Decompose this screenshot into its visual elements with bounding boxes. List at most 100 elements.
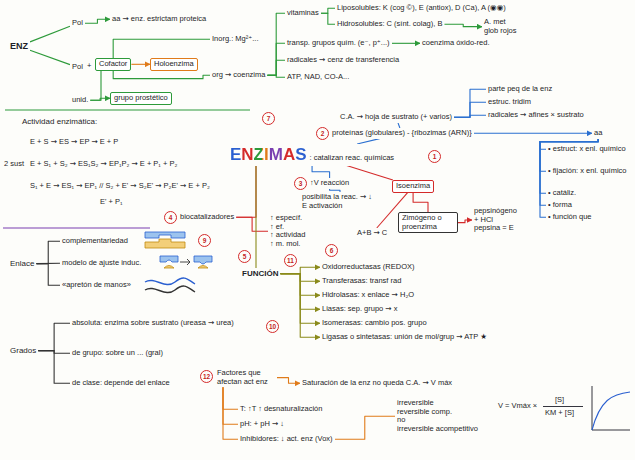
node-text: • función que (548, 213, 592, 222)
topic-node: A+B ⇝ C (355, 228, 389, 239)
callout-slot: 11 (284, 254, 297, 267)
topic-node: modelo de ajuste induc. (60, 258, 143, 269)
note-slot: + (87, 62, 91, 71)
connector (474, 133, 592, 134)
node-text: Holoenzima (154, 60, 194, 69)
node-text: Enlace (10, 259, 34, 268)
node-text: aa (594, 129, 602, 138)
topic-node: Factores que afectan act enz (215, 368, 277, 387)
node-text: Inorg.: Mg²⁺... (212, 35, 258, 44)
node-text: posibilita la reac. ⇝ ↓ E activación (302, 193, 378, 210)
callout-number: 2 (316, 127, 329, 140)
callout-slot: 6 (325, 244, 338, 257)
connector (277, 378, 300, 384)
connector (90, 71, 101, 101)
connector (236, 166, 256, 218)
node-text: FUNCIÓN (242, 269, 278, 278)
note-text: [S] (555, 396, 564, 405)
topic-node: Liasas: sep. grupo ⇝ x (320, 304, 400, 315)
node-text: Factores que afectan act enz (217, 369, 275, 386)
node-text: pH: + pH ⇝ ↓ (240, 420, 284, 429)
connector (236, 217, 268, 231)
fraction-bar (543, 406, 583, 407)
topic-node: radicales ⇝ afines × sustrato (486, 110, 586, 121)
topic-node: Inorg.: Mg²⁺... (210, 34, 260, 45)
node-text: Liasas: sep. grupo ⇝ x (322, 305, 398, 314)
callout-number: 6 (325, 244, 338, 257)
topic-node: A. metglob rojos (482, 17, 519, 36)
topic-node: Enlace (8, 258, 36, 269)
node-text: Pol (72, 63, 83, 72)
node-text: pepsina = E (474, 224, 517, 233)
node-text: Oxidorreductasas (REDOX) (322, 263, 415, 272)
node-text: C.A. ⇝ hoja de sustrato (+ varios) (340, 113, 452, 122)
topic-node: estruc. tridim (486, 97, 533, 108)
callout-number: 7 (262, 112, 275, 125)
node-text: proteínas (globulares) - {ribozimas (ARN… (332, 129, 472, 138)
note-slot: [S] (555, 396, 564, 405)
topic-node: Pol (70, 18, 85, 29)
node-text: Grados (10, 346, 36, 355)
topic-node: Isomerasas: cambio pos. grupo (320, 318, 429, 329)
note-text: + (87, 62, 91, 71)
term-box: Zimógeno o proenzima (398, 212, 458, 233)
connector (223, 387, 238, 439)
node-text: biocatalizadores (180, 213, 234, 222)
topic-node: FUNCIÓN (240, 268, 280, 279)
note-slot: S₁ + E ⇝ ES₁ ⇝ EP₁ // S₂ + E' ⇝ S₂E' ⇝ P… (30, 182, 210, 191)
induced-fit-icon (164, 266, 174, 269)
note-slot: Actividad enzimática: (22, 117, 97, 126)
note-slot: E + S₁ + S₂ ⇝ ES₁S₂ ⇝ EP₁P₂ ⇝ E + P₁ + P… (30, 160, 177, 169)
topic-node: Transferasas: transf rad (320, 276, 403, 287)
node-text: : catalizan reac. químicas (310, 154, 395, 163)
connector (280, 274, 320, 338)
node-text: vitaminas (287, 9, 319, 18)
connector (223, 387, 238, 409)
term-box: grupo prostético (110, 92, 172, 105)
node-text: ↑ específ. (270, 214, 305, 223)
topic-node: vitaminas (285, 8, 321, 19)
connector (38, 323, 70, 350)
node-text: coenzima óxido-red. (422, 39, 490, 48)
induced-fit-icon (194, 256, 212, 264)
term-box: Cofactor (95, 58, 131, 71)
node-text: estruc. tridim (488, 98, 531, 107)
callout-slot: 4 (164, 211, 177, 224)
topic-node: coenzima óxido-red. (420, 38, 492, 49)
callout-number: 5 (238, 250, 251, 263)
connector (321, 8, 335, 13)
callout-slot: 10 (266, 320, 279, 333)
note-text: E + S₁ + S₂ ⇝ ES₁S₂ ⇝ EP₁P₂ ⇝ E + P₁ + P… (30, 160, 177, 169)
node-text: org ⇝ coenzima (212, 71, 265, 80)
node-text: glob rojos (484, 27, 517, 36)
connector (321, 13, 335, 24)
node-text: radicales ⇝ afines × sustrato (488, 111, 584, 120)
note-slot: 2 sust (4, 160, 24, 169)
callout-slot: 5 (238, 250, 251, 263)
node-text: Inhibidores: ↓ act. enz (Vox) (240, 435, 333, 444)
topic-node: Inhibidores: ↓ act. enz (Vox) (238, 434, 335, 445)
topic-node: parte peq de la enz (486, 84, 554, 95)
connector (454, 115, 486, 117)
topic-node: unid. (70, 95, 90, 106)
topic-node: de clase: depende del enlace (70, 378, 172, 389)
node-text: Liposolubles: K (cog ©), E (antiox), D (… (337, 4, 506, 13)
connector (113, 39, 210, 58)
topic-node: aa (592, 128, 604, 139)
topic-node: Saturación de la enz no queda C.A. ⇝ V m… (300, 378, 454, 389)
callout-number: 3 (294, 177, 307, 190)
topic-node: Ligasas o sintetasas: unión de mol/grup … (320, 332, 489, 343)
connector (36, 241, 60, 263)
node-text: Isomerasas: cambio pos. grupo (322, 319, 427, 328)
callout-number: 10 (266, 320, 279, 333)
connector (267, 60, 285, 75)
topic-node: transp. grupos quím. (e⁻, p⁺...) (285, 38, 392, 49)
connector (335, 416, 395, 439)
topic-node: org ⇝ coenzima (210, 70, 267, 81)
term-box: Isoenzima (392, 180, 434, 193)
topic-node: irreversiblereversible comp.noirreversib… (395, 398, 480, 435)
node-text: radicales ⇝ cenz de transferencia (287, 56, 399, 65)
callout-number: 9 (198, 234, 211, 247)
node-text: ↑ actividad (270, 231, 305, 240)
